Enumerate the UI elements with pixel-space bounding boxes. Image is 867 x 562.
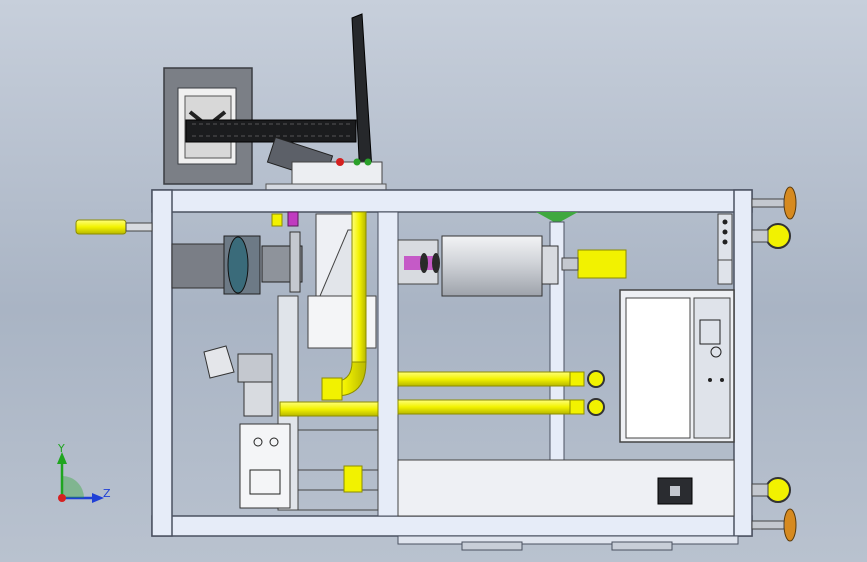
yellow-pipe-system [279, 211, 605, 417]
z-axis-label: Z [103, 487, 111, 500]
electrical-panel [397, 213, 735, 517]
coordinate-triad: Y Z [57, 442, 111, 503]
frame-right-post [733, 189, 753, 537]
switch-box [657, 477, 693, 505]
spindle-motor [171, 211, 303, 295]
emergency-stop-icon [336, 158, 344, 166]
origin-marker [58, 494, 66, 502]
run-button-icon [364, 158, 372, 166]
hmi-monitor-assembly [163, 13, 387, 193]
lower-left-components [203, 345, 291, 509]
monitor-screen-edge [351, 13, 373, 179]
frame-bottom-rail [151, 515, 753, 537]
main-frame [151, 189, 753, 551]
upper-horizontal-pipe [397, 371, 571, 387]
monitor-swing-arm [185, 119, 357, 143]
servo-motor [577, 249, 627, 279]
frame-top-rail [151, 189, 753, 213]
lower-horizontal-pipe [397, 399, 571, 415]
yellow-small-cylinder [343, 465, 363, 493]
controller-module [239, 423, 291, 509]
frame-mid-post [377, 211, 399, 517]
left-handle [75, 219, 153, 235]
casters [751, 186, 797, 542]
y-axis-label: Y [57, 442, 65, 455]
frame-left-post [151, 189, 173, 537]
start-button-icon [353, 158, 361, 166]
horizontal-cylinder [397, 235, 627, 297]
